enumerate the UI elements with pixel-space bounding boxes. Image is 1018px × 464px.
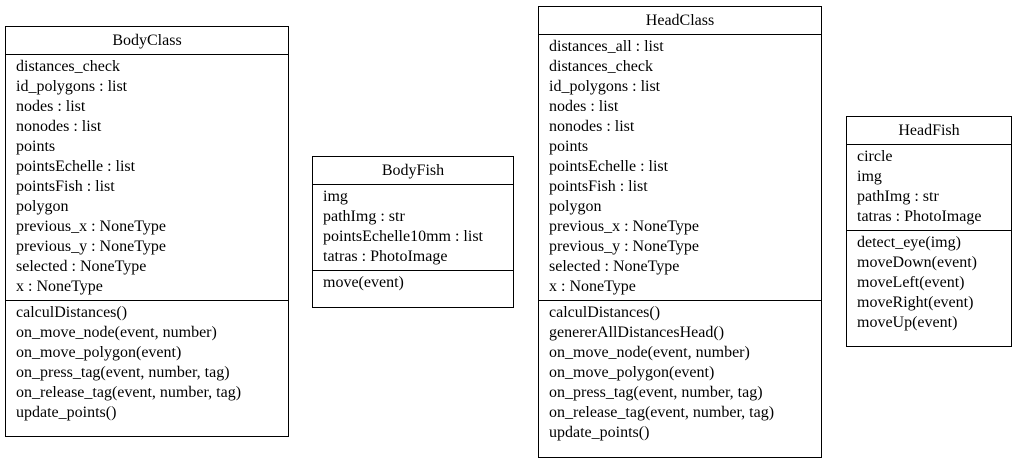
method: detect_eye(img) [857,234,961,251]
class-name: BodyClass [6,27,288,55]
class-box-bodyfish: BodyFish img pathImg : str pointsEchelle… [312,156,514,308]
methods-section: calculDistances() on_move_node(event, nu… [6,300,288,426]
attribute: id_polygons : list [16,78,128,95]
method: on_move_polygon(event) [549,364,715,381]
attributes-section: circle img pathImg : str tatras : PhotoI… [847,145,1011,230]
attribute: img [857,168,882,185]
attribute: previous_x : NoneType [16,218,166,235]
attribute: pointsFish : list [16,178,115,195]
method: genererAllDistancesHead() [549,324,725,341]
method: update_points() [16,404,117,421]
method: calculDistances() [549,304,661,321]
attribute: tatras : PhotoImage [857,208,982,225]
attribute: polygon [16,198,69,215]
attribute: circle [857,148,893,165]
attribute: tatras : PhotoImage [323,248,448,265]
method: on_move_polygon(event) [16,344,182,361]
method: calculDistances() [16,304,128,321]
attribute: distances_check [16,58,120,75]
attribute: nonodes : list [16,118,102,135]
class-name: HeadFish [847,117,1011,145]
method: on_move_node(event, number) [16,324,217,341]
class-name: HeadClass [539,7,821,35]
methods-section: calculDistances() genererAllDistancesHea… [539,300,821,446]
attribute: id_polygons : list [549,78,661,95]
attribute: nodes : list [16,98,86,115]
class-box-bodyclass: BodyClass distances_check id_polygons : … [5,26,289,437]
attribute: points [16,138,56,155]
attribute: distances_check [549,58,653,75]
attribute: nonodes : list [549,118,635,135]
class-box-headclass: HeadClass distances_all : list distances… [538,6,822,458]
attribute: previous_y : NoneType [16,238,166,255]
method: on_release_tag(event, number, tag) [16,384,242,401]
methods-section: detect_eye(img) moveDown(event) moveLeft… [847,230,1011,336]
attribute: previous_x : NoneType [549,218,699,235]
class-name: BodyFish [313,157,513,185]
attribute: selected : NoneType [16,258,147,275]
method: on_release_tag(event, number, tag) [549,404,775,421]
attribute: img [323,188,348,205]
method: moveDown(event) [857,254,977,271]
method: moveRight(event) [857,294,974,311]
method: move(event) [323,274,404,291]
attribute: pathImg : str [857,188,939,205]
method: on_press_tag(event, number, tag) [16,364,230,381]
attribute: distances_all : list [549,38,664,55]
method: moveLeft(event) [857,274,965,291]
attribute: x : NoneType [16,278,103,295]
attribute: previous_y : NoneType [549,238,699,255]
attribute: pathImg : str [323,208,405,225]
method: update_points() [549,424,650,441]
attribute: pointsEchelle : list [549,158,669,175]
attribute: pointsEchelle10mm : list [323,228,483,245]
attribute: pointsEchelle : list [16,158,136,175]
attributes-section: distances_check id_polygons : list nodes… [6,55,288,300]
method: on_move_node(event, number) [549,344,750,361]
attribute: nodes : list [549,98,619,115]
class-box-headfish: HeadFish circle img pathImg : str tatras… [846,116,1012,347]
attribute: x : NoneType [549,278,636,295]
attribute: selected : NoneType [549,258,680,275]
attributes-section: img pathImg : str pointsEchelle10mm : li… [313,185,513,270]
method: on_press_tag(event, number, tag) [549,384,763,401]
method: moveUp(event) [857,314,958,331]
attribute: pointsFish : list [549,178,648,195]
attribute: points [549,138,589,155]
attributes-section: distances_all : list distances_check id_… [539,35,821,300]
methods-section: move(event) [313,270,513,296]
attribute: polygon [549,198,602,215]
